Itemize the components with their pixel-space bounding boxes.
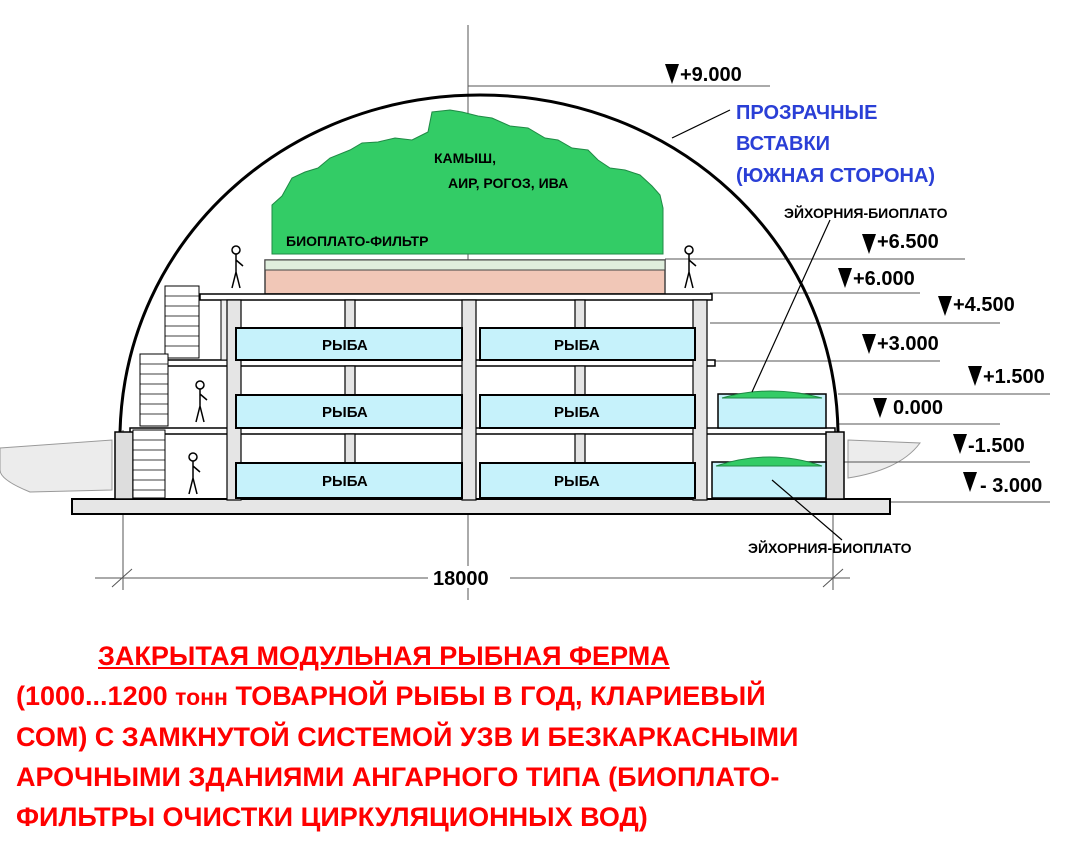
elevation-label: 0.000: [893, 397, 943, 419]
caption-line: ФИЛЬТРЫ ОЧИСТКИ ЦИРКУЛЯЦИОННЫХ ВОД): [16, 802, 648, 832]
eichhornia-tank-upper: [717, 393, 827, 429]
people: [188, 245, 697, 495]
tank-upper-left: [235, 327, 463, 361]
caption: ЗАКРЫТАЯ МОДУЛЬНАЯ РЫБНАЯ ФЕРМА (1000...…: [16, 636, 1066, 837]
elevation-label: +4.500: [953, 294, 1015, 316]
roof-greenery: [271, 109, 664, 255]
elevation-markers: [665, 64, 982, 492]
elevation-label: +6.000: [853, 268, 915, 290]
elevation-label: +9.000: [680, 64, 742, 86]
ground-left: [0, 439, 113, 493]
transparent-inserts-label: ПРОЗРАЧНЫЕ: [736, 102, 877, 124]
wall-left: [114, 431, 134, 500]
fish-farm-section-diagram: +9.000 +6.500 +6.000 +4.500 +3.000 +1.50…: [0, 25, 1050, 600]
leader-eichhornia-bottom: [771, 479, 843, 541]
person-floor-1: [188, 452, 201, 495]
dome-shell: [118, 93, 840, 433]
fish-label: РЫБА: [554, 404, 600, 421]
fish-label: РЫБА: [554, 337, 600, 354]
elevation-label: +3.000: [877, 333, 939, 355]
foundation-slab: [71, 498, 891, 515]
reference-lines: [95, 25, 1050, 600]
plants-label: КАМЫШ,: [434, 150, 496, 166]
leader-transparent: [671, 109, 731, 139]
elevation-label: +1.500: [983, 366, 1045, 388]
fish-label: РЫБА: [322, 404, 368, 421]
tank-lower-right: [479, 462, 696, 499]
elevation-label: -1.500: [968, 435, 1025, 457]
transparent-inserts-label: (ЮЖНАЯ СТОРОНА): [736, 165, 935, 187]
person-roof-left: [231, 245, 244, 289]
caption-line: СОМ) С ЗАМКНУТОЙ СИСТЕМОЙ УЗВ И БЕЗКАРКА…: [16, 722, 799, 752]
person-roof-right: [684, 245, 697, 289]
wall-right: [825, 431, 845, 500]
eichhornia-tank-lower: [711, 461, 827, 499]
elevation-label: - 3.000: [980, 475, 1042, 497]
tank-middle-right: [479, 394, 696, 429]
caption-line: (1000...1200 тонн ТОВАРНОЙ РЫБЫ В ГОД, К…: [16, 681, 766, 711]
biofilter-label: БИОПЛАТО-ФИЛЬТР: [286, 233, 428, 249]
tank-middle-left: [235, 394, 463, 429]
transparent-inserts-label: ВСТАВКИ: [736, 133, 830, 155]
fish-label: РЫБА: [322, 337, 368, 354]
eichhornia-label-bottom: ЭЙХОРНИЯ-БИОПЛАТО: [748, 539, 912, 556]
fish-label: РЫБА: [322, 473, 368, 490]
leader-eichhornia-top: [751, 219, 831, 393]
elevation-label: +6.500: [877, 231, 939, 253]
fish-tanks: [235, 327, 696, 499]
tank-upper-right: [479, 327, 696, 361]
caption-title: ЗАКРЫТАЯ МОДУЛЬНАЯ РЫБНАЯ ФЕРМА: [98, 641, 670, 671]
fish-label: РЫБА: [554, 473, 600, 490]
eichhornia-label-top: ЭЙХОРНИЯ-БИОПЛАТО: [784, 204, 948, 221]
tank-lower-left: [235, 462, 463, 499]
width-dimension: 18000: [433, 568, 489, 590]
roof-slab: [199, 293, 713, 301]
person-floor-2: [195, 380, 208, 423]
ground-right: [847, 439, 921, 479]
plants-label: АИР, РОГОЗ, ИВА: [448, 175, 568, 191]
caption-line: АРОЧНЫМИ ЗДАНИЯМИ АНГАРНОГО ТИПА (БИОПЛА…: [16, 762, 780, 792]
